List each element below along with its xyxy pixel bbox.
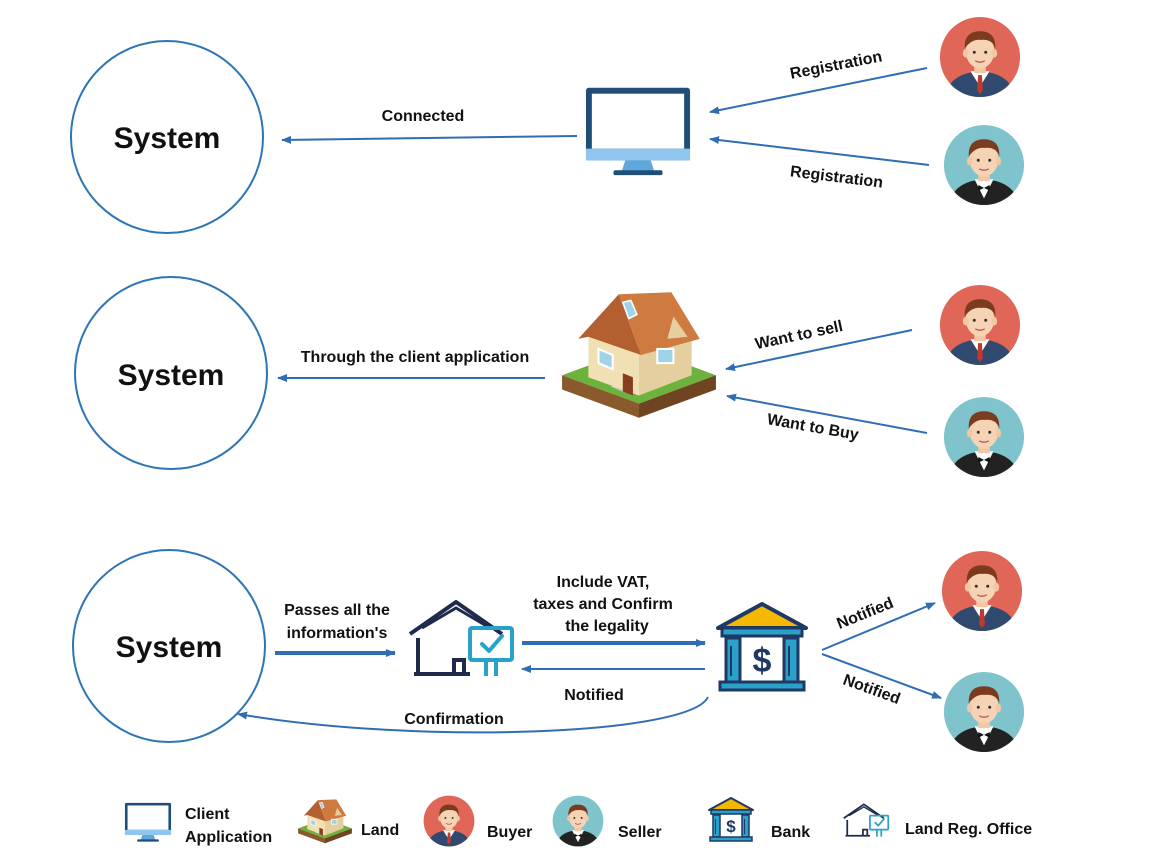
seller-avatar-icon [944,125,1024,206]
system-label-1: System [114,122,221,155]
legend-monitor-icon [124,802,172,842]
row-transaction: System Passes all the information's Incl… [72,549,1024,753]
label-client-application: Through the client application [301,349,529,366]
arrow-notified-seller [821,653,942,699]
bank-icon [716,602,808,692]
label-notified-top: Notified [835,595,897,633]
legend-buyer-icon [424,796,475,847]
label-notified-bottom: Notified [841,672,903,708]
legend-bank: Bank [771,824,810,841]
label-want-buy: Want to Buy [766,411,860,444]
arrow-notified-buyer [821,602,936,651]
arrow-connected [281,135,578,144]
legend-seller-icon [553,796,604,847]
arrow-registration-seller [709,136,930,166]
legend: Client Application Land Buyer Seller Ban… [124,796,1032,847]
label-vat-line2: taxes and Confirm [533,596,673,613]
legend-bank-icon [708,797,754,842]
legend-client-line2: Application [185,829,272,846]
legend-house-icon [297,799,353,844]
legend-seller: Seller [618,824,662,841]
label-connected: Connected [382,108,465,125]
row-registration: System Connected Registration Registrati… [70,17,1024,234]
seller-avatar-icon [944,397,1024,478]
label-confirmation: Confirmation [404,711,504,728]
system-label-2: System [118,359,225,392]
row-client-application: System Through the client application Wa… [74,276,1024,478]
system-circle-2 [74,276,268,470]
label-notified-back: Notified [564,687,624,704]
monitor-icon [585,87,691,176]
label-passes-line2: information's [287,625,388,642]
arrow-confirmation [237,696,709,734]
buyer-avatar-icon [940,285,1020,366]
label-passes-line1: Passes all the [284,602,390,619]
legend-land-reg-office: Land Reg. Office [905,821,1032,838]
buyer-avatar-icon [942,551,1022,632]
arrow-registration-buyer [709,67,928,115]
buyer-avatar-icon [940,17,1020,98]
arrow-want-buy [726,393,928,434]
label-vat-line1: Include VAT, [557,574,650,591]
arrow-want-sell [725,329,913,372]
system-circle-1 [70,40,264,234]
land-office-icon [408,600,514,678]
legend-client-line1: Client [185,806,230,823]
legend-land: Land [361,822,399,839]
house-icon [561,291,717,419]
label-registration-bottom: Registration [789,163,884,191]
system-circle-3 [72,549,266,743]
seller-avatar-icon [944,672,1024,753]
label-registration-top: Registration [789,48,884,82]
label-vat-line3: the legality [565,618,649,635]
legend-office-icon [842,803,890,838]
system-label-3: System [116,631,223,664]
legend-buyer: Buyer [487,824,532,841]
